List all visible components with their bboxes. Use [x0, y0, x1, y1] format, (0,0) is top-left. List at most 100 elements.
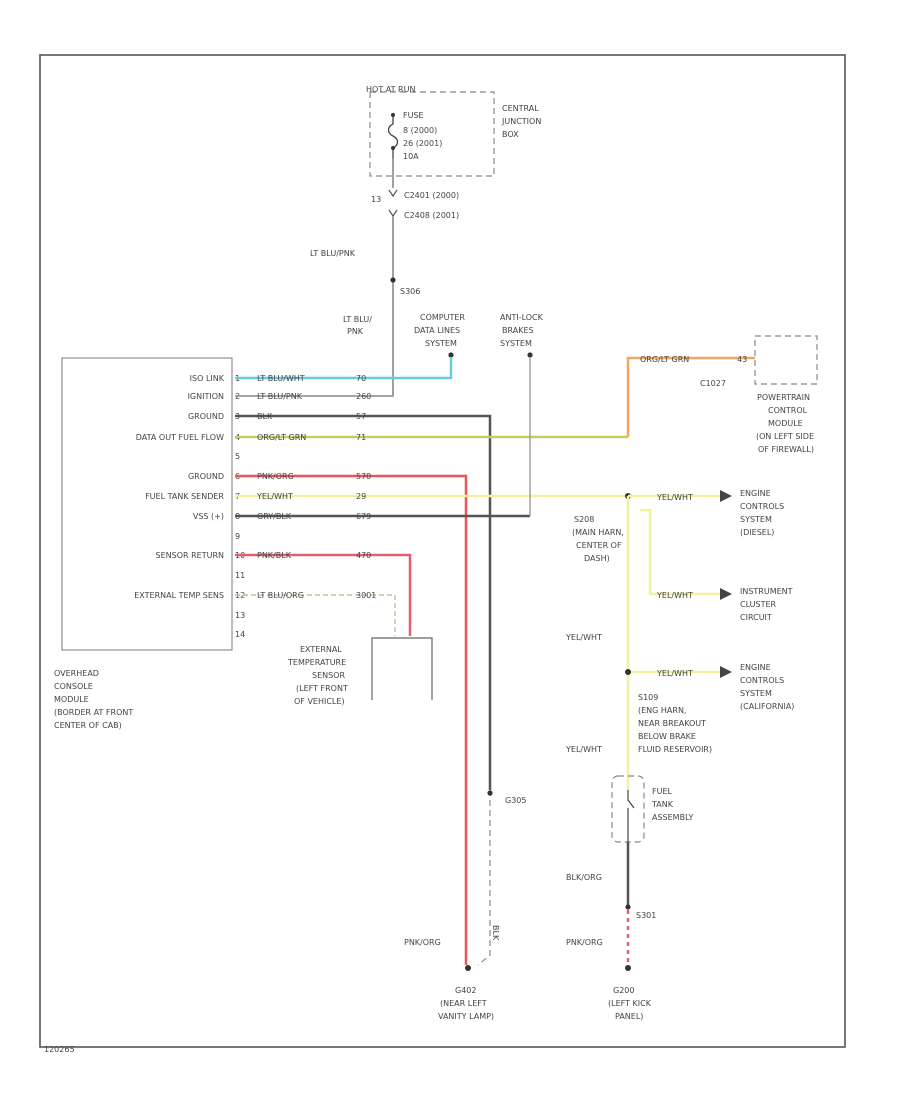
wire-circuit-label: 57	[356, 412, 366, 421]
connector-c2401-icon	[388, 189, 398, 198]
module-pin-number: 12	[235, 591, 245, 600]
module-pin-name: IGNITION	[188, 392, 224, 401]
pnk-org-right-label: PNK/ORG	[566, 938, 603, 947]
pcm-wire-label: ORG/LT GRN	[640, 355, 689, 364]
s301-label: S301	[636, 911, 656, 920]
computer-data-lines-0: COMPUTER	[420, 313, 465, 322]
s208-2: CENTER OF	[576, 541, 622, 550]
lt-blu-pnk-split-1: PNK	[347, 327, 364, 336]
wire-color-label: YEL/WHT	[256, 492, 293, 501]
blk-org-label: BLK/ORG	[566, 873, 602, 882]
lt-blu-pnk-top-label: LT BLU/PNK	[310, 249, 356, 258]
wire-circuit-label: 29	[356, 492, 366, 501]
module-label-1: CONSOLE	[54, 682, 93, 691]
yel-wht-to-calif: YEL/WHT	[656, 669, 693, 678]
blk-label: BLK	[491, 925, 500, 941]
fuel-tank-assembly: FUEL TANK ASSEMBLY	[611, 775, 693, 843]
wire-circuit-label: 3001	[356, 591, 376, 600]
ext-temp-2: SENSOR	[312, 671, 345, 680]
pnk-org-left-label: PNK/ORG	[404, 938, 441, 947]
engine-diesel-3: (DIESEL)	[740, 528, 774, 537]
engine-diesel-2: SYSTEM	[740, 515, 772, 524]
wire-circuit-label: 679	[356, 512, 371, 521]
engine-calif-2: SYSTEM	[740, 689, 772, 698]
fuse-line-0: FUSE	[403, 111, 424, 120]
pcm-label-1: CONTROL	[768, 406, 808, 415]
fuse-line-1: 8 (2000)	[403, 126, 437, 135]
g305-label: G305	[505, 796, 526, 805]
wire-circuit-label: 70	[356, 374, 366, 383]
wire-color-label: GRY/BLK	[257, 512, 292, 521]
ext-temp-1: TEMPERATURE	[287, 658, 346, 667]
fuel-tank-1: TANK	[651, 800, 674, 809]
g200-1: (LEFT KICK	[608, 999, 652, 1008]
pcm-label-4: OF FIREWALL)	[758, 445, 814, 454]
fuse-line-2: 26 (2001)	[403, 139, 442, 148]
anti-lock-brakes-1: BRAKES	[502, 326, 534, 335]
module-label-2: MODULE	[54, 695, 89, 704]
pcm-connector: C1027	[700, 379, 726, 388]
s109-0: S109	[638, 693, 658, 702]
cjb-line-1: JUNCTION	[501, 117, 541, 126]
ground-g200	[625, 965, 631, 971]
lt-blu-pnk-split-0: LT BLU/	[343, 315, 372, 324]
wire-color-label: LT BLU/PNK	[257, 392, 303, 401]
yel-wht-mid: YEL/WHT	[565, 633, 602, 642]
s109-2: NEAR BREAKOUT	[638, 719, 706, 728]
wire-color-label: LT BLU/WHT	[257, 374, 305, 383]
engine-calif-0: ENGINE	[740, 663, 771, 672]
powertrain-control-module: ORG/LT GRN 43 C1027 POWERTRAIN CONTROL M…	[640, 335, 818, 454]
computer-data-lines-2: SYSTEM	[425, 339, 457, 348]
diagram-id: 120265	[44, 1045, 75, 1054]
yel-wht-to-cluster: YEL/WHT	[656, 591, 693, 600]
splice-s306-label: S306	[400, 287, 420, 296]
wire-pin12	[235, 594, 396, 636]
g402-1: (NEAR LEFT	[440, 999, 487, 1008]
pcm-label-3: (ON LEFT SIDE	[756, 432, 814, 441]
module-label-3: (BORDER AT FRONT	[54, 708, 133, 717]
module-pin-name: EXTERNAL TEMP SENS	[134, 591, 224, 600]
module-pin-number: 14	[235, 630, 245, 639]
diagram-border	[39, 54, 846, 1048]
fuel-tank-0: FUEL	[652, 787, 673, 796]
module-pin-name: SENSOR RETURN	[156, 551, 225, 560]
computer-data-lines-1: DATA LINES	[414, 326, 460, 335]
ext-temp-3: (LEFT FRONT	[296, 684, 348, 693]
pcm-pin: 43	[737, 355, 747, 364]
anti-lock-brakes-0: ANTI-LOCK	[500, 313, 544, 322]
external-temp-sensor: EXTERNAL TEMPERATURE SENSOR (LEFT FRONT …	[287, 637, 433, 706]
wire-color-label: PNK/ORG	[257, 472, 294, 481]
wire-circuit-label: 71	[356, 433, 366, 442]
fuel-tank-2: ASSEMBLY	[652, 813, 693, 822]
cluster-0: INSTRUMENT	[740, 587, 793, 596]
splice-g305	[487, 790, 493, 796]
cluster-2: CIRCUIT	[740, 613, 772, 622]
g200-2: PANEL)	[615, 1012, 643, 1021]
s208-0: S208	[574, 515, 594, 524]
s109-1: (ENG HARN,	[638, 706, 686, 715]
module-pin-number: 13	[235, 611, 245, 620]
module-pin-name: GROUND	[188, 412, 224, 421]
wire-circuit-label: 470	[356, 551, 371, 560]
g200-0: G200	[613, 986, 634, 995]
wire-color-label: LT BLU/ORG	[257, 591, 304, 600]
pcm-label-2: MODULE	[768, 419, 803, 428]
engine-calif-1: CONTROLS	[740, 676, 784, 685]
ext-temp-0: EXTERNAL	[300, 645, 342, 654]
ext-temp-4: OF VEHICLE)	[294, 697, 345, 706]
fuse-line-3: 10A	[403, 152, 419, 161]
wire-color-label: ORG/LT GRN	[257, 433, 306, 442]
anti-lock-brakes-2: SYSTEM	[500, 339, 532, 348]
module-label-0: OVERHEAD	[54, 669, 99, 678]
g402-2: VANITY LAMP)	[438, 1012, 494, 1021]
cjb-line-2: BOX	[502, 130, 519, 139]
fuse-icon	[387, 115, 399, 158]
s208-1: (MAIN HARN,	[572, 528, 624, 537]
wire-circuit-label: 260	[356, 392, 371, 401]
pcm-label-0: POWERTRAIN	[757, 393, 810, 402]
module-pin-number: 11	[235, 571, 245, 580]
wire-color-label: BLK	[257, 412, 273, 421]
wire-circuit-label: 570	[356, 472, 371, 481]
module-pin-name: DATA OUT FUEL FLOW	[136, 433, 224, 442]
